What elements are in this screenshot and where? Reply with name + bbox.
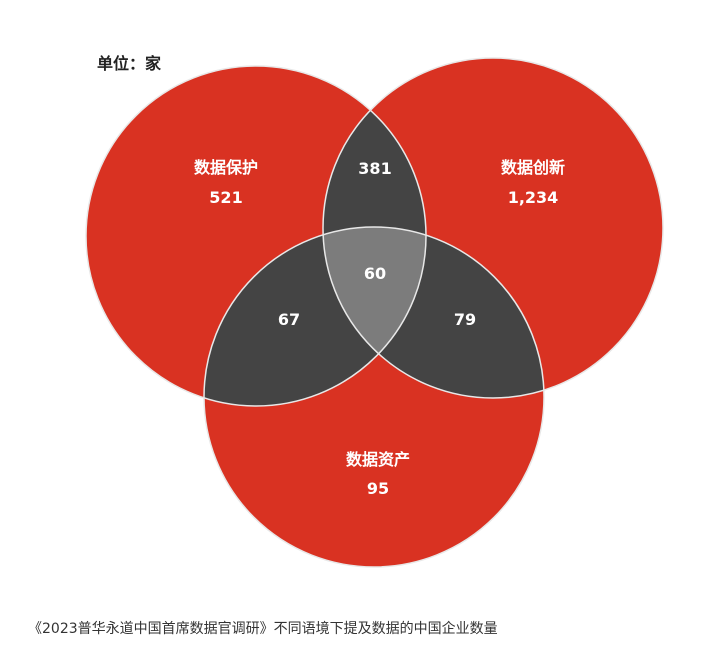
value-all-three: 60 xyxy=(364,264,386,283)
venn-diagram: 数据保护 521 数据创新 1,234 数据资产 95 381 60 67 79 xyxy=(85,57,664,568)
outline-data-assets xyxy=(203,226,545,568)
value-data-protection: 521 xyxy=(209,188,242,207)
outline-data-innovation xyxy=(322,57,664,399)
value-data-assets: 95 xyxy=(367,479,389,498)
label-data-assets: 数据资产 xyxy=(346,450,410,469)
label-data-innovation: 数据创新 xyxy=(501,158,565,177)
value-data-innovation: 1,234 xyxy=(508,188,559,207)
value-protection-assets: 67 xyxy=(278,310,300,329)
outline-data-protection xyxy=(85,65,427,407)
label-data-protection: 数据保护 xyxy=(194,158,258,177)
figure-caption: 《2023普华永道中国首席数据官调研》不同语境下提及数据的中国企业数量 xyxy=(28,621,498,637)
unit-label: 单位：家 xyxy=(97,54,162,73)
value-innovation-assets: 79 xyxy=(454,310,476,329)
value-protection-innovation: 381 xyxy=(358,159,391,178)
